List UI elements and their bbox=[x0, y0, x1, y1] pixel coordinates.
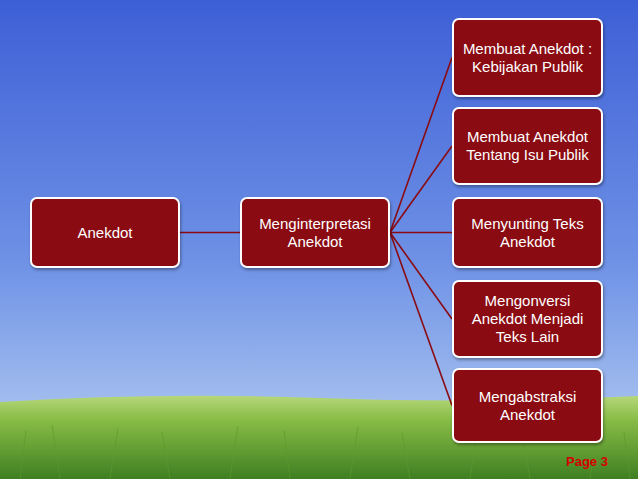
box-text: Membuat Anekdot : Kebijakan Publik bbox=[459, 40, 596, 76]
connector-line bbox=[390, 232, 452, 234]
connector-line bbox=[180, 232, 240, 234]
box-text: Menginterpretasi Anekdot bbox=[247, 215, 383, 251]
box-text: Mengabstraksi Anekdot bbox=[459, 388, 596, 424]
box-text: Anekdot bbox=[77, 224, 132, 242]
box-text: Membuat Anekdot Tentang Isu Publik bbox=[459, 128, 596, 164]
root-box: Anekdot bbox=[30, 197, 180, 268]
branch-box: Menginterpretasi Anekdot bbox=[240, 197, 390, 268]
leaf-box: Menyunting Teks Anekdot bbox=[452, 197, 603, 268]
leaf-box: Membuat Anekdot : Kebijakan Publik bbox=[452, 18, 603, 97]
connector-line bbox=[390, 146, 452, 233]
leaf-box: Membuat Anekdot Tentang Isu Publik bbox=[452, 107, 603, 185]
leaf-box: Mengabstraksi Anekdot bbox=[452, 368, 603, 443]
box-text: Menyunting Teks Anekdot bbox=[459, 215, 596, 251]
connector-line bbox=[390, 233, 452, 406]
connector-line bbox=[390, 233, 452, 320]
leaf-box: Mengonversi Anekdot Menjadi Teks Lain bbox=[452, 280, 603, 358]
connector-line bbox=[390, 58, 452, 233]
page-number: Page 3 bbox=[566, 454, 608, 469]
box-text: Mengonversi Anekdot Menjadi Teks Lain bbox=[459, 292, 596, 346]
